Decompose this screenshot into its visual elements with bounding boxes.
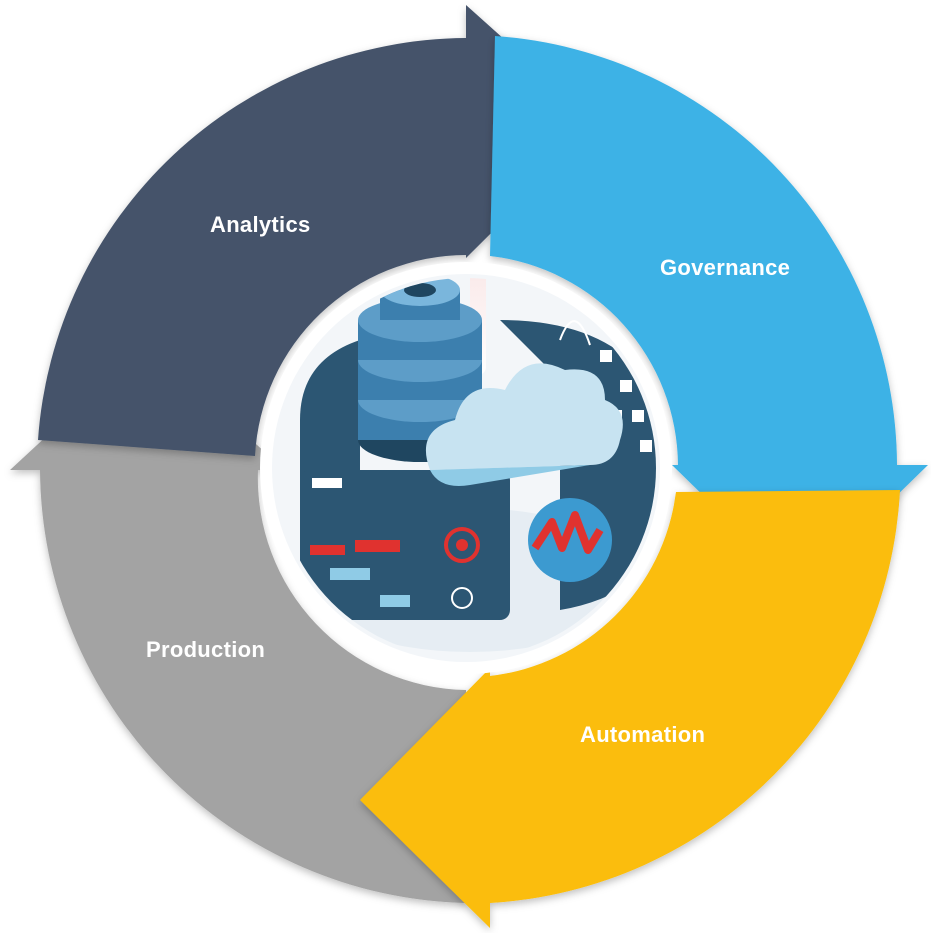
production-label: Production [146,637,266,662]
automation-label: Automation [580,722,706,747]
governance-label: Governance [660,255,791,280]
cloud-icon [425,363,623,486]
analytics-label: Analytics [210,212,311,237]
pulse-gauge-icon [528,498,612,582]
automation-arrow [360,490,900,928]
production-arrow [10,345,466,903]
center-illustration [260,262,672,674]
analytics-arrow [38,5,600,456]
governance-arrow [490,36,928,590]
